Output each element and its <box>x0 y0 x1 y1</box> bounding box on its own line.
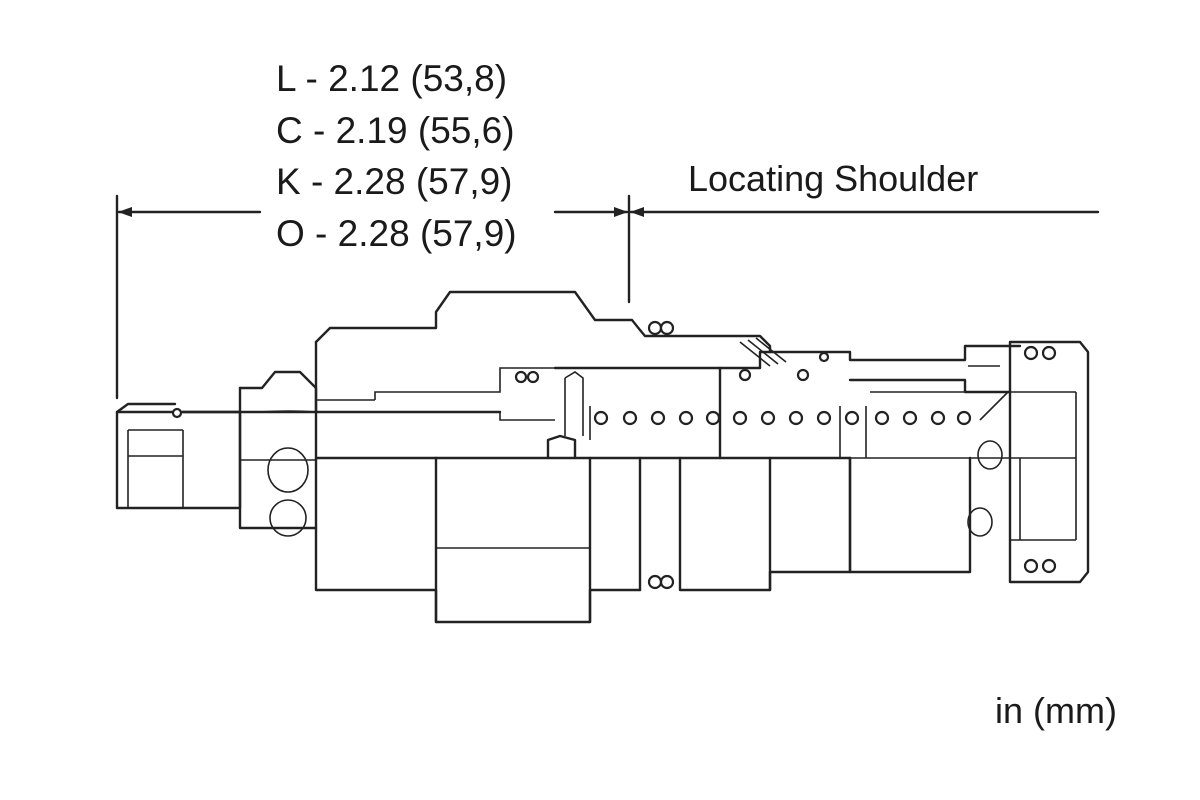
dimension-line-k: K - 2.28 (57,9) <box>272 159 517 205</box>
seals <box>647 320 1057 590</box>
dimension-line-o: O - 2.28 (57,9) <box>272 211 521 257</box>
adjustment-stem <box>115 402 502 510</box>
valve-body <box>314 290 772 624</box>
dimension-line-c: C - 2.19 (55,6) <box>272 108 519 154</box>
dimension-lines <box>115 194 1100 400</box>
dimension-line-l: L - 2.12 (53,8) <box>272 56 512 102</box>
locating-shoulder-label: Locating Shoulder <box>688 158 979 199</box>
lock-nut <box>238 370 318 537</box>
spring-coils <box>589 406 972 458</box>
sleeve <box>638 337 1022 592</box>
nose-end <box>1008 340 1090 584</box>
units-label: in (mm) <box>995 690 1117 731</box>
